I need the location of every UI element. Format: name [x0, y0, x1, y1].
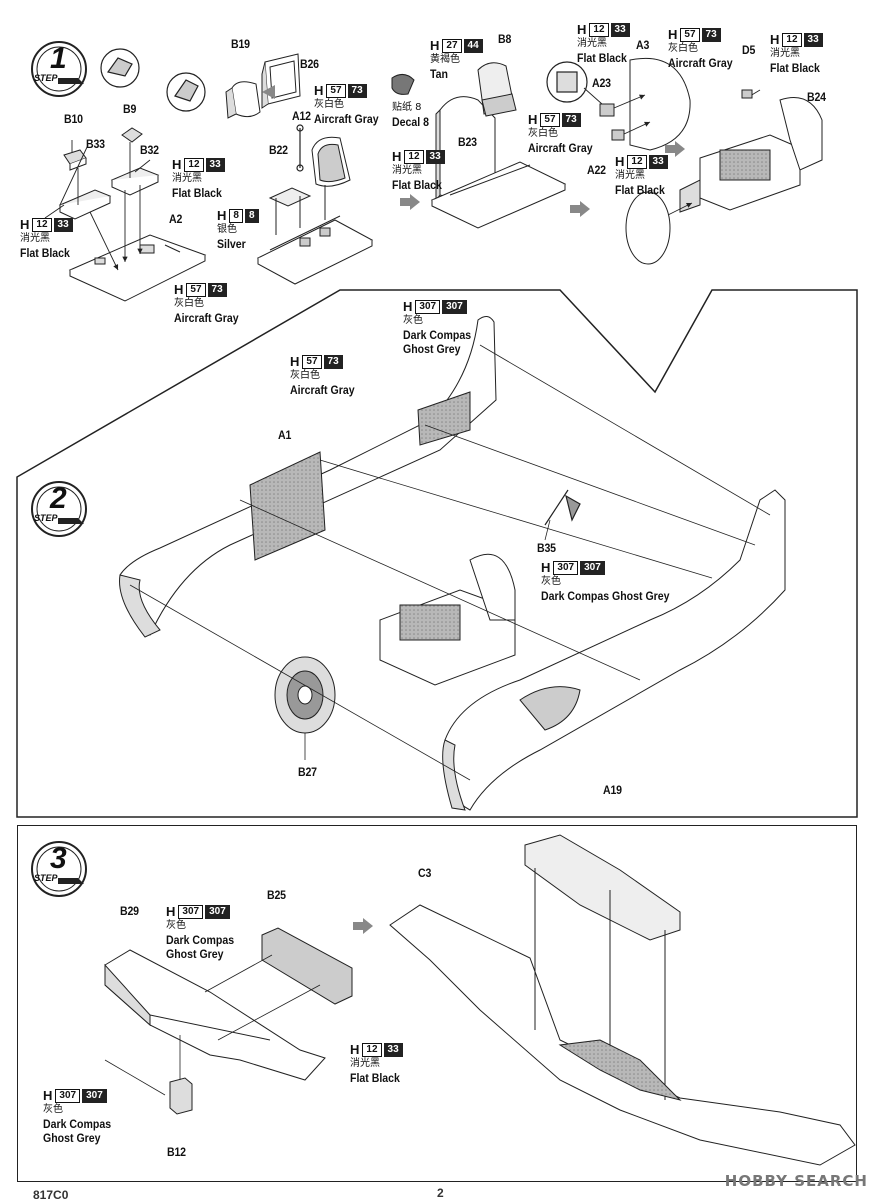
step-3-label: STEP	[34, 873, 58, 883]
part-label-a23: A23	[592, 76, 611, 90]
part-label-a19: A19	[603, 783, 622, 797]
b33-bracket	[58, 189, 112, 220]
a22-part	[611, 129, 625, 141]
step3-frame	[17, 825, 857, 1182]
part-label-a12: A12	[292, 109, 311, 123]
b24-cockpit	[679, 97, 823, 213]
a19-right-fuselage	[442, 489, 786, 811]
part-label-b22: B22	[269, 143, 288, 157]
part-label-b32: B32	[140, 143, 159, 157]
part-label-b8: B8	[498, 32, 512, 46]
step-1-label: STEP	[34, 73, 58, 83]
part-label-b19: B19	[231, 37, 250, 51]
b25-spar	[261, 927, 353, 1005]
step-1-number: 1	[50, 42, 67, 75]
d5-part	[741, 89, 753, 99]
a23-part	[599, 103, 615, 117]
step-3-number: 3	[50, 842, 67, 875]
part-label-b9: B9	[123, 102, 137, 116]
page-number: 2	[437, 1186, 444, 1200]
alignment-lines-step3	[104, 954, 321, 1096]
part-label-b27: B27	[298, 765, 317, 779]
part-label-b10: B10	[64, 112, 83, 126]
a3-panel	[629, 57, 691, 151]
progress-arrows-step1	[400, 141, 685, 217]
arrow-b19-b26	[262, 85, 275, 99]
part-label-b33: B33	[86, 137, 105, 151]
part-label-c3: C3	[418, 866, 432, 880]
b9-part	[121, 127, 143, 143]
step-3-badge: 3 STEP	[30, 840, 88, 898]
part-label-a22: A22	[587, 163, 606, 177]
step-1-badge: 1 STEP	[30, 40, 88, 98]
b35-strut	[544, 489, 581, 526]
part-label-a2: A2	[169, 212, 183, 226]
part-label-b26: B26	[300, 57, 319, 71]
b27-engine	[274, 656, 336, 734]
step-2-badge: 2 STEP	[30, 480, 88, 538]
part-label-a3: A3	[636, 38, 650, 52]
cockpit-floor-3	[430, 161, 567, 229]
b26-frame	[261, 53, 301, 109]
detail-callout-1	[100, 48, 206, 112]
a23-detail	[546, 61, 588, 103]
seat-back-large	[311, 136, 351, 220]
b19-armor	[225, 81, 261, 119]
b8-seat	[477, 62, 517, 117]
footer-code: 817C0	[33, 1188, 69, 1202]
decal-icon	[391, 74, 415, 95]
part-label-a1: A1	[278, 428, 292, 442]
a2-floor-assembled	[256, 215, 374, 285]
b29-wing-center	[104, 949, 326, 1081]
b12-part	[169, 1077, 193, 1115]
cockpit-module	[379, 553, 516, 686]
part-label-d5: D5	[742, 43, 756, 57]
a2-floor	[68, 234, 207, 302]
part-label-b23: B23	[458, 135, 477, 149]
part-label-b24: B24	[807, 90, 826, 104]
step-2-number: 2	[50, 482, 67, 515]
step-2-label: STEP	[34, 513, 58, 523]
round-panel	[625, 191, 671, 265]
decal-callout: 贴纸 8 Decal 8	[392, 102, 429, 129]
part-label-b35: B35	[537, 541, 556, 555]
c3-lower-wing	[389, 834, 856, 1166]
part-label-b12: B12	[167, 1145, 186, 1159]
alignment-lines-step2	[129, 344, 771, 781]
step2-border	[16, 289, 858, 818]
progress-arrow-step3	[353, 918, 373, 934]
b10-part	[63, 149, 87, 171]
part-label-b29: B29	[120, 904, 139, 918]
b22-seat-frame	[268, 187, 312, 235]
left-fuselage-half	[119, 316, 497, 638]
a12-rod	[296, 124, 304, 172]
b32-bracket	[110, 167, 160, 196]
part-label-b25: B25	[267, 888, 286, 902]
watermark: HOBBY SEARCH	[724, 1172, 868, 1190]
